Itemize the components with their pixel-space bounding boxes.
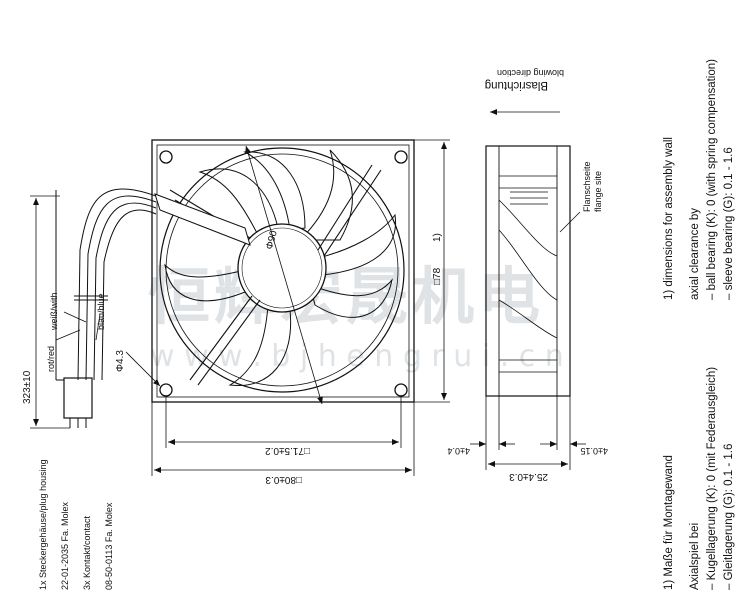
connector-note-1: 1x Steckergehäuse/plug housing — [38, 459, 48, 590]
right-flange-dim-label: 4±0.15 — [581, 446, 608, 456]
note-en-line2: – sleeve bearing (G): 0.1 - 1.6 — [723, 147, 735, 300]
watermark-url: w w w . b j h e n g r u i . c n — [150, 339, 564, 374]
connector-note-4: 08-50-0113 Fa. Molex — [104, 502, 114, 590]
hub-diameter-label: Φ90 — [264, 229, 280, 251]
blowing-direction-en: blowing direction — [497, 68, 564, 78]
mounting-hole-tl — [159, 150, 173, 164]
watermark-chinese: 恒辉宏晟机电 — [148, 260, 544, 333]
mounting-hole-tr — [394, 150, 408, 164]
note-en-heading: axial clearance by — [689, 208, 701, 300]
front-dimension-lines — [151, 139, 450, 476]
connector-notes: 1x Steckergehäuse/plug housing 22-01-203… — [38, 459, 114, 590]
wire-red-label: rot/red — [46, 346, 56, 372]
hole-dim-leader — [125, 351, 161, 387]
hole-spacing-dim-label: □71.5±0.2 — [265, 445, 310, 456]
left-flange-dim-label: 4±0.4 — [448, 446, 470, 456]
wire-white-label: weiß/with — [49, 292, 59, 331]
depth-dim-label: 25.4±0.3 — [509, 471, 548, 482]
hub-diameter-line — [245, 145, 323, 405]
side-dimension-lines — [470, 109, 586, 470]
flange-label-de: Flanschseite — [582, 161, 592, 212]
height-dim-label: □78 — [432, 267, 443, 285]
connector-note-3: 3x Kontakt/contact — [82, 515, 92, 590]
note-de-heading: Axialspiel bei — [689, 523, 701, 590]
watermark: 恒辉宏晟机电 w w w . b j h e n g r u i . c n — [148, 260, 564, 374]
cable-length-dim — [30, 195, 101, 429]
flange-label-en: flange site — [593, 171, 603, 212]
hole-diameter-label: Φ4.3 — [115, 350, 126, 372]
molex-connector — [63, 377, 93, 419]
blowing-direction-de: Blasrichtung — [485, 79, 548, 91]
note-en-footnote: 1) dimensions for assembly wall — [663, 137, 675, 300]
side-frame — [485, 145, 571, 397]
note-de-footnote: 1) Maße für Montagewand — [663, 455, 675, 590]
note-en-line1: – ball bearing (K): 0 (with spring compe… — [706, 59, 718, 300]
width-dim-label: □80±0.3 — [265, 474, 302, 485]
mounting-hole-bl — [159, 383, 173, 397]
cable-length-label: 323±10 — [22, 370, 33, 404]
side-view — [485, 145, 571, 397]
wire-blue-label: blau/blue — [96, 293, 106, 330]
connector-note-2: 22-01-2035 Fa. Molex — [60, 501, 70, 590]
wire-guide — [154, 193, 251, 246]
note-de-line1: – Kugellagerung (K): 0 (mit Federausglei… — [706, 367, 718, 590]
mounting-hole-br — [394, 383, 408, 397]
cable — [55, 188, 157, 428]
height-dim-note: 1) — [432, 233, 443, 242]
notes-german: 1) Maße für Montagewand Axialspiel bei –… — [663, 367, 735, 590]
note-de-line2: – Gleitlagerung (G): 0.1 - 1.6 — [723, 444, 735, 590]
notes-english: 1) dimensions for assembly wall axial cl… — [663, 59, 735, 300]
